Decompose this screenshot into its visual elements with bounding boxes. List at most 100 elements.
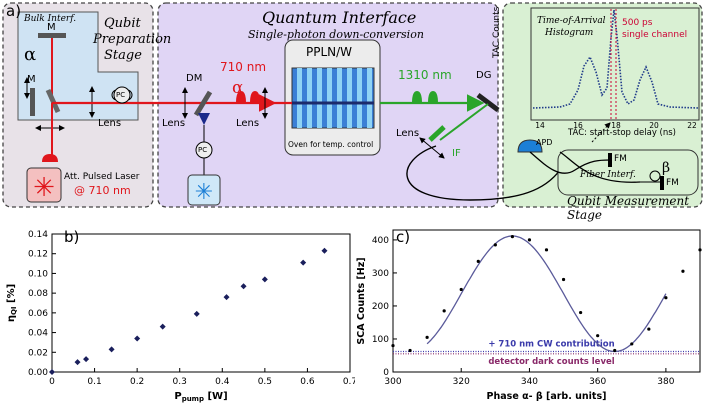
y-axis-label: SCA Counts [Hz] — [356, 257, 367, 344]
histogram-title-1: Time-of-Arrival — [537, 16, 606, 26]
fm1-label: FM — [614, 154, 627, 164]
apd-detector — [517, 139, 543, 153]
x-tick-label: 300 — [384, 377, 401, 387]
data-point — [579, 310, 583, 315]
faraday-mirror-2 — [660, 176, 664, 190]
dg-label: DG — [476, 70, 492, 81]
y-tick-label: 0.14 — [28, 230, 48, 240]
x-tick-label: 0.1 — [87, 377, 101, 387]
data-point — [134, 335, 141, 342]
mirror-m2-label: M — [27, 74, 36, 85]
bulk-interf-label: Bulk Interf. — [24, 14, 77, 24]
y-tick-label: 100 — [372, 335, 389, 345]
data-point — [321, 247, 328, 254]
data-point — [223, 294, 230, 301]
panel-a-label: a) — [6, 2, 22, 20]
lens-right-label: Lens — [236, 118, 260, 129]
red-pulse-1 — [236, 91, 246, 103]
pc-controller-prep — [113, 86, 131, 104]
y-tick-label: 0 — [383, 368, 389, 378]
data-point — [698, 248, 702, 252]
x-tick-label: 0 — [49, 377, 55, 387]
panel-b-label: b) — [64, 228, 80, 246]
fm2-label: FM — [666, 178, 679, 188]
data-point — [561, 277, 566, 282]
x-tick-label: 380 — [657, 377, 674, 387]
data-point — [261, 276, 268, 283]
if-label: IF — [452, 148, 461, 159]
green-pulse-1 — [412, 91, 422, 103]
x-tick-label: 340 — [521, 377, 538, 387]
x-tick-label: 0.6 — [300, 377, 315, 387]
x-axis-label: Phase α- β [arb. units] — [487, 391, 607, 402]
wavelength-out: 1310 nm — [398, 68, 452, 82]
alpha-interface: α — [232, 78, 244, 98]
mirror-m1-label: M — [47, 22, 56, 33]
y-tick-label: 300 — [372, 269, 389, 279]
data-point — [83, 356, 90, 363]
y-tick-label: 200 — [372, 302, 389, 312]
prep-title-2: Preparation — [93, 32, 172, 47]
y-tick-label: 0.06 — [28, 309, 48, 319]
histogram-frame — [530, 7, 700, 121]
blue-pump-arrow — [198, 113, 210, 125]
alpha-prep: α — [24, 44, 37, 65]
fiber-coupler — [529, 151, 641, 183]
oven-label: Oven for temp. control — [288, 140, 374, 149]
laser-pulse — [42, 154, 58, 162]
data-point — [493, 243, 497, 247]
data-point — [300, 259, 307, 266]
red-pulse-2 — [250, 91, 260, 103]
mirror-m2 — [30, 88, 35, 116]
lens-left-label: Lens — [162, 118, 186, 129]
x-tick-label: 0.7 — [343, 377, 355, 387]
data-point — [193, 310, 200, 317]
data-point — [442, 309, 446, 313]
data-point — [630, 342, 634, 346]
data-point — [425, 335, 429, 339]
pc-prep-label: PC — [116, 91, 126, 99]
pump-laser-body — [187, 174, 221, 206]
beta-label: β — [662, 160, 671, 176]
y-tick-label: 0.10 — [28, 269, 48, 279]
x-tick-label: 360 — [589, 377, 606, 387]
histogram-pointer — [591, 122, 611, 143]
laser-label-2: @ 710 nm — [74, 184, 131, 197]
data-point — [408, 348, 412, 353]
cw-annotation: + 710 nm CW contribution — [488, 340, 614, 350]
x-axis-label: Ppump [W] — [174, 391, 227, 403]
diffraction-grating — [476, 93, 500, 112]
x-tick-label: 0.2 — [130, 377, 144, 387]
crystal-label: PPLN/W — [306, 45, 353, 59]
data-point — [664, 296, 668, 300]
prep-title-3: Stage — [104, 48, 142, 63]
laser-label-1: Att. Pulsed Laser — [64, 172, 140, 182]
y-tick-label: 0.00 — [28, 368, 48, 378]
wavelength-in: 710 nm — [220, 60, 267, 74]
data-point — [159, 323, 166, 330]
lens-out-label: Lens — [396, 128, 420, 139]
setup-diagram: ✳ ✳ — [2, 2, 703, 208]
lens-prep-label: Lens — [98, 118, 122, 129]
hist-tick-2: 18 — [611, 121, 621, 130]
annotation-single: single channel — [622, 30, 688, 40]
data-point — [74, 359, 81, 366]
x-tick-label: 320 — [453, 377, 470, 387]
fiber-interf-label: Fiber Interf. — [580, 170, 636, 180]
data-point — [459, 287, 463, 292]
data-point — [510, 235, 514, 239]
data-point — [596, 334, 600, 338]
histogram-xticks: 14 16 18 20 22 — [535, 121, 697, 130]
mirror-m1 — [38, 33, 66, 38]
histogram-ylabel: TAC Counts — [492, 6, 502, 58]
if-filter — [428, 125, 446, 142]
x-tick-label: 0.5 — [258, 377, 272, 387]
laser-star-icon: ✳ — [33, 173, 55, 203]
hist-tick-3: 20 — [649, 121, 659, 130]
data-point — [49, 369, 55, 375]
y-axis-label: ηQI [%] — [6, 284, 18, 322]
interface-title: Quantum Interface — [262, 8, 417, 27]
histogram-title-2: Histogram — [545, 28, 594, 38]
data-point — [647, 327, 651, 331]
